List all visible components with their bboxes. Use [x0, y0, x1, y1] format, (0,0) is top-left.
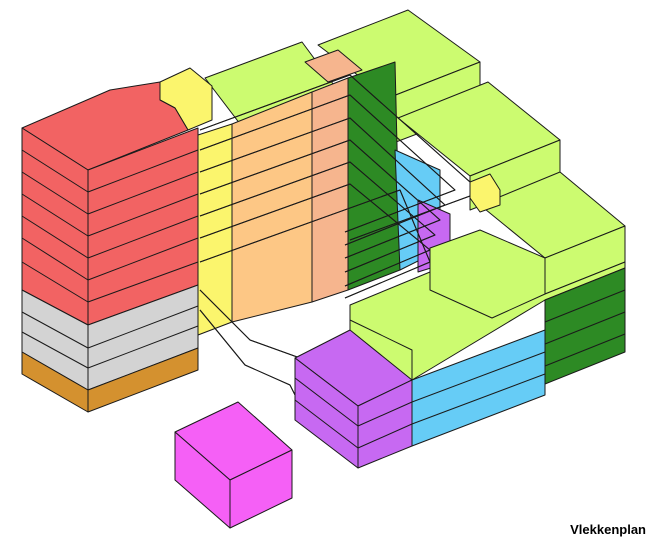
magenta-side [229, 449, 293, 529]
red-floor-line-6 [21, 261, 199, 303]
corridor-fill-loop-bottom [199, 309, 296, 396]
green-floor-line-1 [544, 289, 626, 323]
salmon-roof-block [304, 49, 363, 83]
corridor-fill-2 [199, 94, 456, 233]
green-block-front [544, 267, 626, 385]
right-podium [349, 229, 626, 447]
red-floor-line-2 [21, 171, 199, 215]
purple-block [294, 329, 413, 469]
yellow-band [197, 123, 233, 336]
red-floor-line-4 [21, 215, 199, 259]
purple-floor-line-1 [294, 377, 413, 427]
grey-floor-line-1 [21, 305, 199, 349]
ochre-base-side [87, 347, 199, 413]
purple-side [357, 379, 413, 469]
yellow-small-cube [469, 173, 501, 213]
purple-floor-line-2 [294, 399, 413, 449]
corridor-fill-6 [199, 183, 431, 287]
corridor-fill-5 [199, 161, 436, 273]
corridor-fill-3 [199, 117, 446, 246]
corridor-fill-7 [199, 189, 431, 299]
grey-floor-line-2 [21, 325, 199, 369]
diagram-caption: Vlekkenplan [570, 522, 646, 537]
red-floor-line-5 [21, 237, 199, 281]
blue-floor-line-1 [411, 351, 546, 403]
lime-step-roof [429, 229, 546, 319]
magenta-cube [174, 401, 293, 529]
salmon-band [311, 77, 349, 303]
orange-band [231, 91, 313, 323]
red-floor-line-1 [21, 149, 199, 193]
green-floor-line-3 [544, 333, 626, 367]
green-floor-line-2 [544, 311, 626, 345]
left-tower [21, 81, 199, 413]
blue-floor-line-2 [411, 373, 546, 425]
corridor-fill-4 [199, 139, 441, 259]
residential-bands [197, 61, 451, 336]
red-floor-line-3 [21, 193, 199, 237]
